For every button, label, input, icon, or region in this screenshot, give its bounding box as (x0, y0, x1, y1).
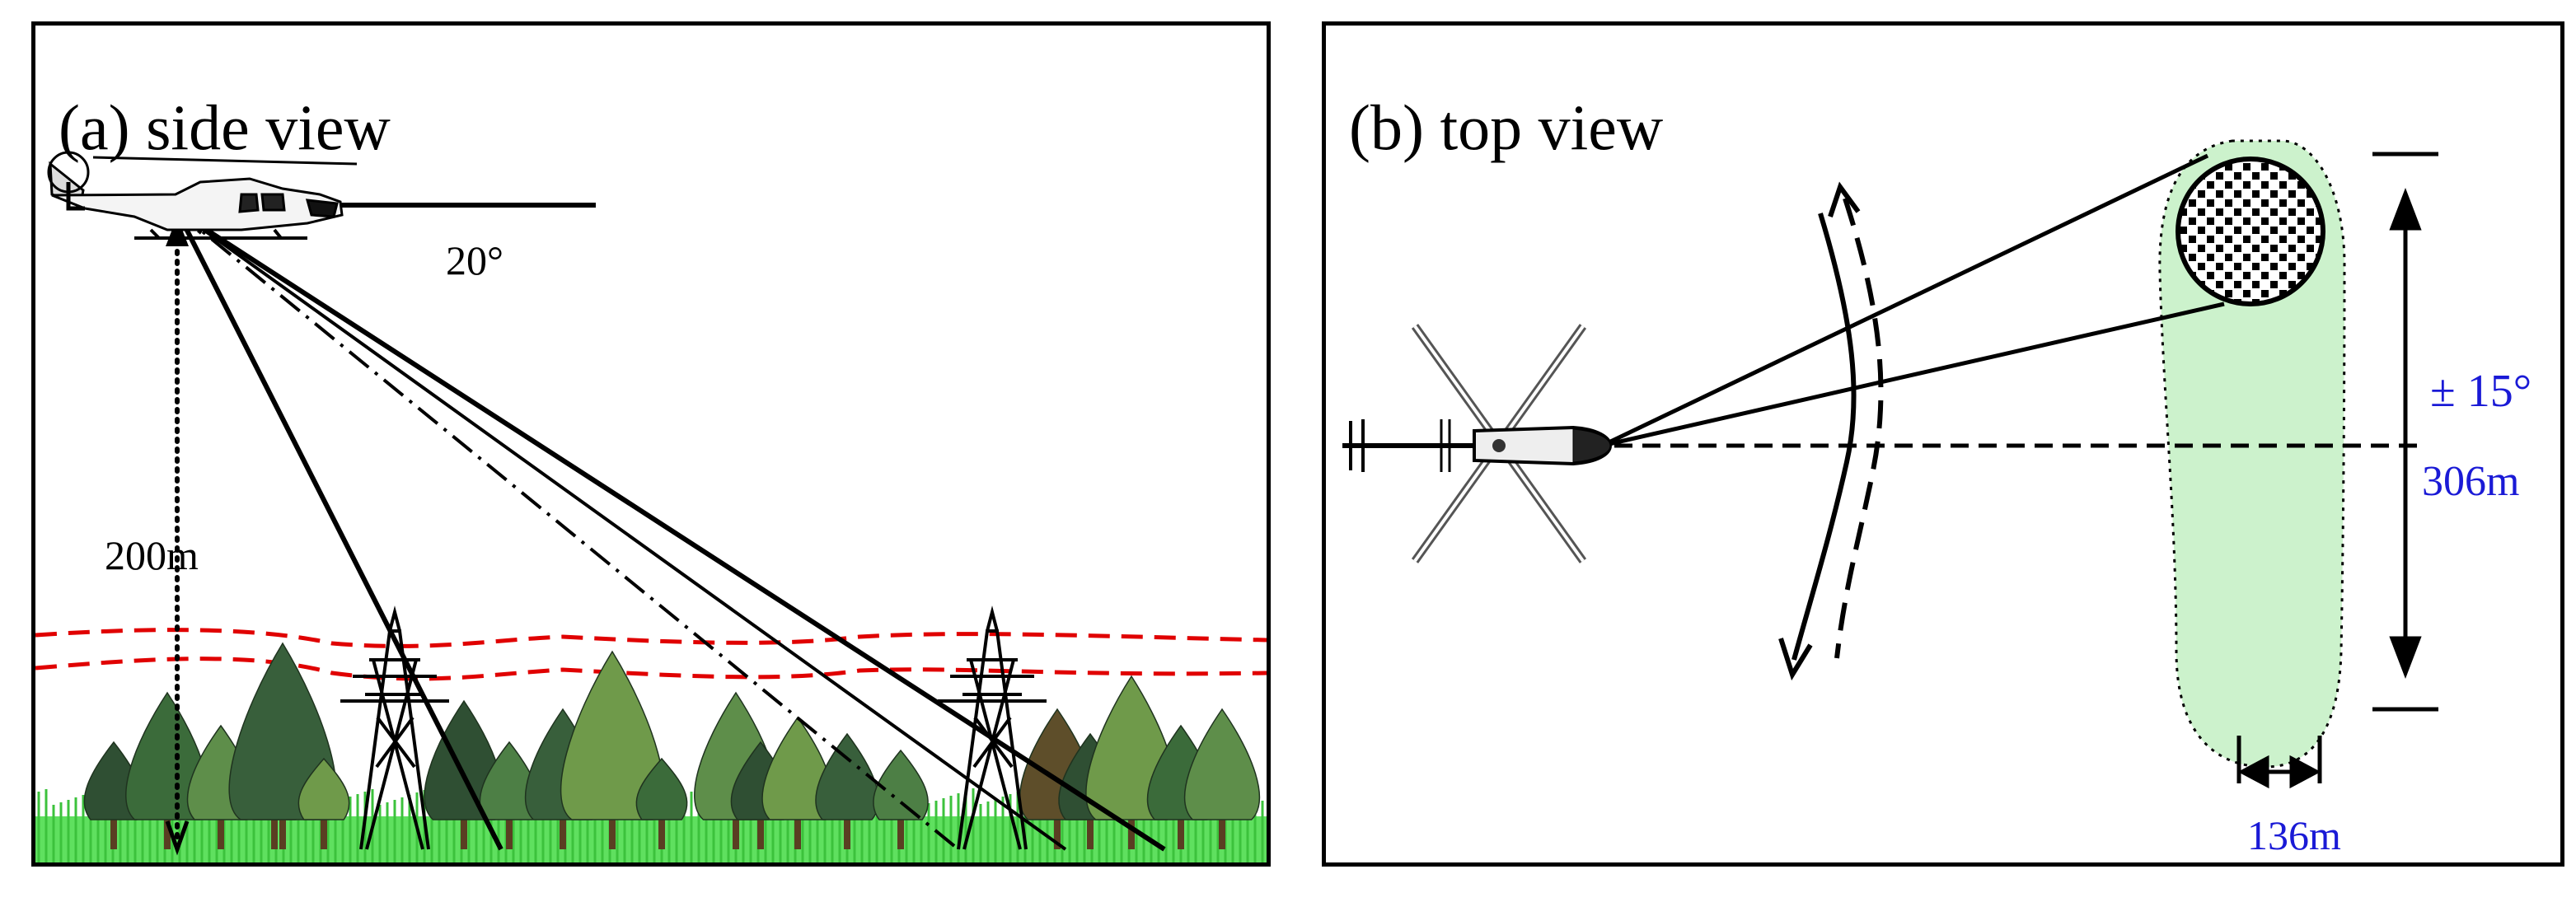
sensor-beam-top (1600, 153, 2225, 448)
power-line-upper (35, 628, 1267, 648)
sensor-beam (175, 208, 1166, 852)
power-lines (35, 628, 1267, 681)
tree-row (83, 642, 1261, 849)
top-view-diagram: (b) top view (1342, 91, 2532, 858)
side-view-diagram: (a) side view 200m (35, 91, 1267, 862)
width-dimension (2236, 736, 2322, 789)
top-view-panel: (b) top view (1322, 21, 2564, 867)
transmission-tower-right (938, 605, 1047, 850)
tree-icon (479, 741, 540, 849)
altitude-label: 200m (105, 532, 199, 578)
beam-inner-edge (176, 209, 1067, 851)
tree-icon (873, 749, 929, 849)
scan-arc-dashed (1828, 181, 1884, 659)
angle-label: 20° (446, 237, 503, 283)
side-view-panel: (a) side view 200m (31, 21, 1271, 867)
scan-arc-solid (1778, 213, 1857, 681)
tree-icon (228, 642, 337, 849)
tree-icon (815, 732, 879, 849)
tree-icon (297, 757, 350, 849)
helicopter-top-icon (1342, 324, 1613, 563)
power-line-lower (35, 657, 1267, 681)
tree-icon (1183, 708, 1261, 849)
side-view-title: (a) side view (59, 91, 391, 163)
tree-icon (635, 757, 688, 849)
beam-center-axis (176, 209, 960, 851)
length-dimension (2372, 152, 2438, 712)
helicopter-side-icon (47, 151, 358, 240)
footprint-width-label: 136m (2247, 812, 2341, 858)
footprint-length-label: 306m (2422, 458, 2519, 505)
top-view-title: (b) top view (1349, 91, 1663, 163)
scan-angle-label: ± 15° (2430, 366, 2532, 417)
beam-upper-edge (176, 208, 1166, 852)
transmission-tower-left (340, 605, 449, 850)
tree-icon (125, 691, 209, 849)
beam-lower-edge (175, 209, 503, 851)
tree-icon (560, 650, 665, 849)
tree-icon (761, 716, 834, 849)
ground-footprint (2158, 139, 2346, 769)
sensor-field-of-view-circle (2176, 157, 2325, 306)
